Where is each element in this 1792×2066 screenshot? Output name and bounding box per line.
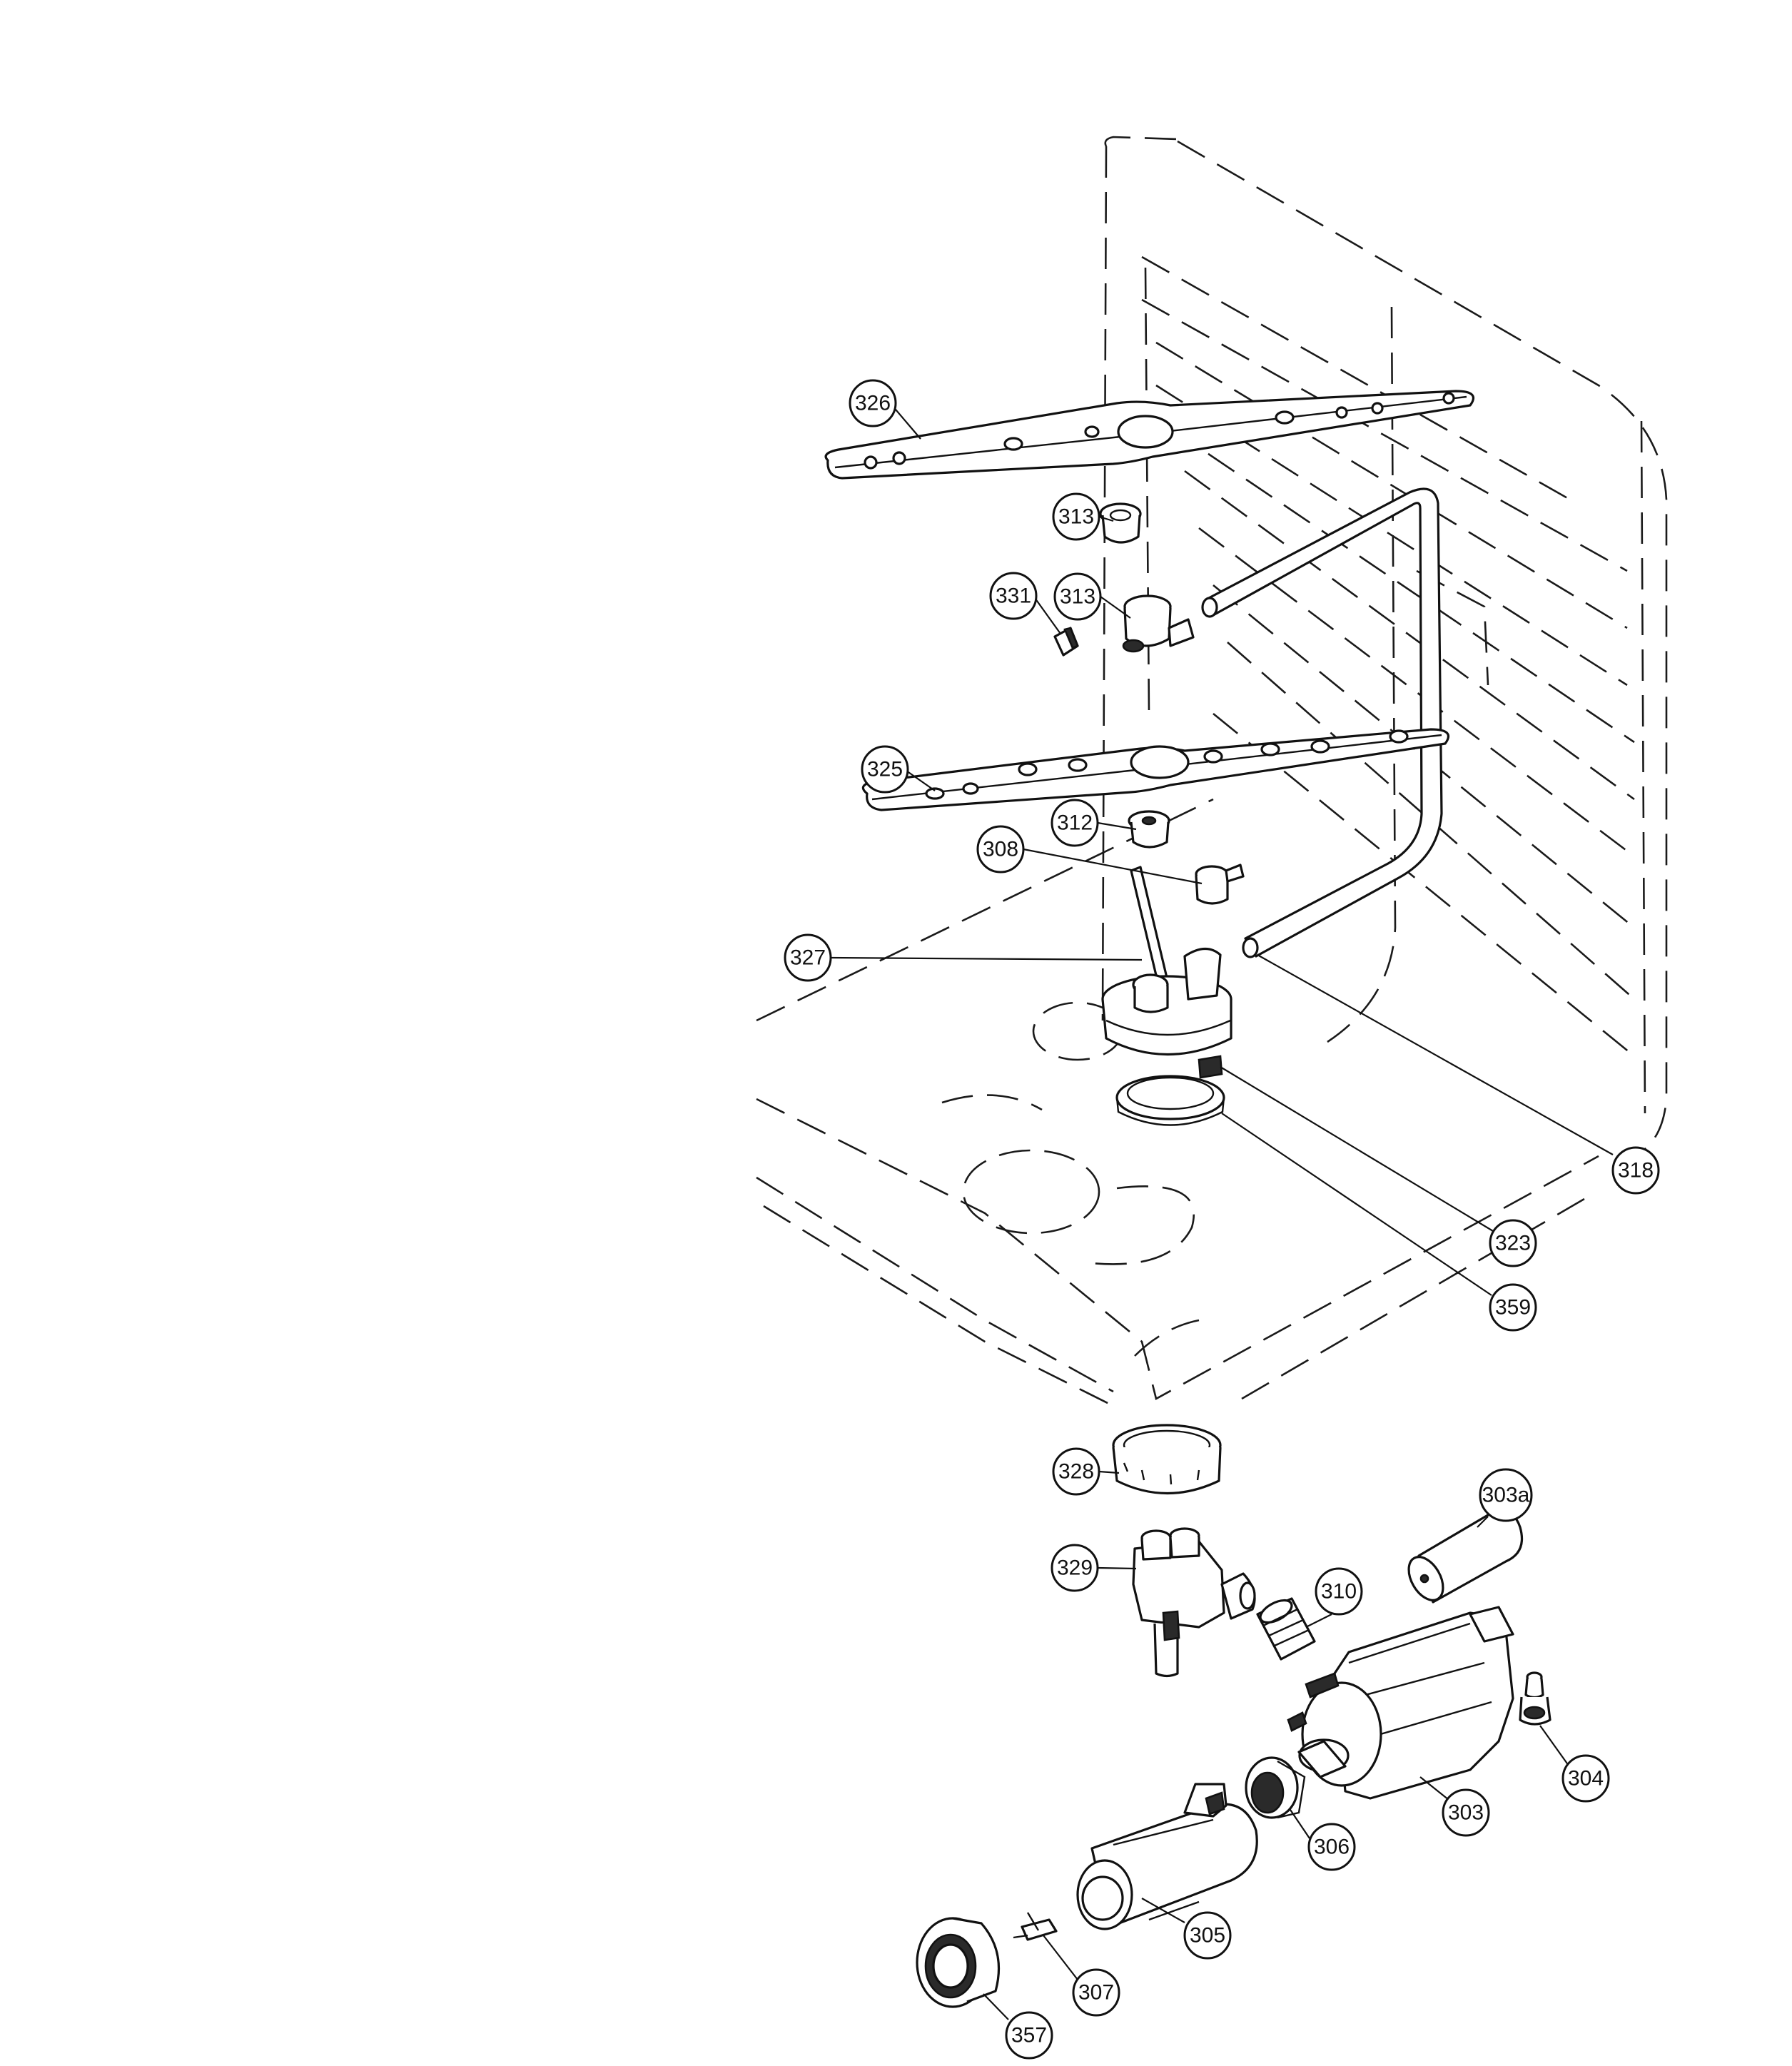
heater-305 — [1076, 1783, 1258, 1930]
callout-313-lower: 313 — [1053, 572, 1102, 621]
callout-label: 310 — [1321, 1580, 1357, 1604]
callout-label: 307 — [1078, 1981, 1114, 2005]
callout-label: 313 — [1060, 585, 1095, 609]
plug-304 — [1519, 1671, 1551, 1726]
lower-arm-hub-312 — [1128, 810, 1170, 849]
callout-308: 308 — [976, 825, 1025, 874]
callout-label: 312 — [1057, 811, 1093, 835]
seal-ring-359 — [1115, 1075, 1225, 1126]
lower-spray-arm — [861, 728, 1449, 811]
clip-331 — [1053, 627, 1079, 657]
motor-303 — [1287, 1606, 1514, 1800]
callout-306: 306 — [1307, 1823, 1356, 1871]
capacitor-303a — [1407, 1509, 1524, 1604]
callout-327: 327 — [784, 933, 832, 982]
callout-303a: 303a — [1479, 1468, 1533, 1522]
nut-306 — [1245, 1756, 1306, 1819]
callout-323: 323 — [1489, 1219, 1537, 1267]
callout-331: 331 — [989, 572, 1038, 620]
filter-cap-357 — [916, 1917, 1001, 2008]
callout-label: 326 — [855, 392, 891, 415]
callout-label: 359 — [1495, 1296, 1531, 1320]
callout-label: 327 — [790, 946, 826, 970]
callout-325: 325 — [861, 745, 909, 794]
callout-328: 328 — [1052, 1447, 1100, 1496]
callout-318: 318 — [1611, 1146, 1660, 1195]
callout-303: 303 — [1442, 1788, 1490, 1837]
sump-329 — [1132, 1527, 1256, 1678]
callout-label: 331 — [996, 584, 1031, 608]
callout-label: 325 — [867, 758, 903, 781]
callout-310: 310 — [1315, 1567, 1363, 1616]
supply-tube-318 — [1201, 487, 1443, 958]
callout-label: 318 — [1618, 1159, 1654, 1183]
upper-hub-313 — [1099, 502, 1142, 544]
callout-304: 304 — [1561, 1754, 1610, 1803]
callout-label: 329 — [1057, 1556, 1093, 1580]
callout-label: 303a — [1482, 1484, 1530, 1507]
callout-label: 313 — [1058, 505, 1094, 529]
callout-329: 329 — [1051, 1544, 1099, 1592]
callout-label: 308 — [983, 838, 1018, 861]
callout-label: 323 — [1495, 1232, 1531, 1255]
sump-nut-328 — [1112, 1424, 1222, 1494]
callout-357: 357 — [1005, 2011, 1053, 2060]
upper-spray-arm — [824, 390, 1474, 480]
clamp-307 — [1013, 1912, 1058, 1941]
callout-313-upper: 313 — [1052, 492, 1100, 541]
callout-305: 305 — [1183, 1911, 1232, 1960]
callout-359: 359 — [1489, 1283, 1537, 1332]
callout-307: 307 — [1072, 1968, 1120, 2017]
callout-326: 326 — [849, 379, 897, 427]
callout-label: 304 — [1568, 1767, 1604, 1791]
cap-308 — [1195, 864, 1245, 905]
leader-lines — [830, 405, 1614, 2020]
callout-label: 305 — [1190, 1924, 1225, 1948]
lower-hub-313 — [1122, 594, 1195, 653]
callout-312: 312 — [1051, 799, 1099, 847]
connector-310 — [1256, 1597, 1316, 1661]
callout-label: 306 — [1314, 1835, 1350, 1859]
callout-label: 357 — [1011, 2024, 1047, 2047]
callout-label: 328 — [1058, 1460, 1094, 1484]
callout-label: 303 — [1448, 1801, 1484, 1825]
filter-assembly-327 — [1101, 866, 1232, 1079]
